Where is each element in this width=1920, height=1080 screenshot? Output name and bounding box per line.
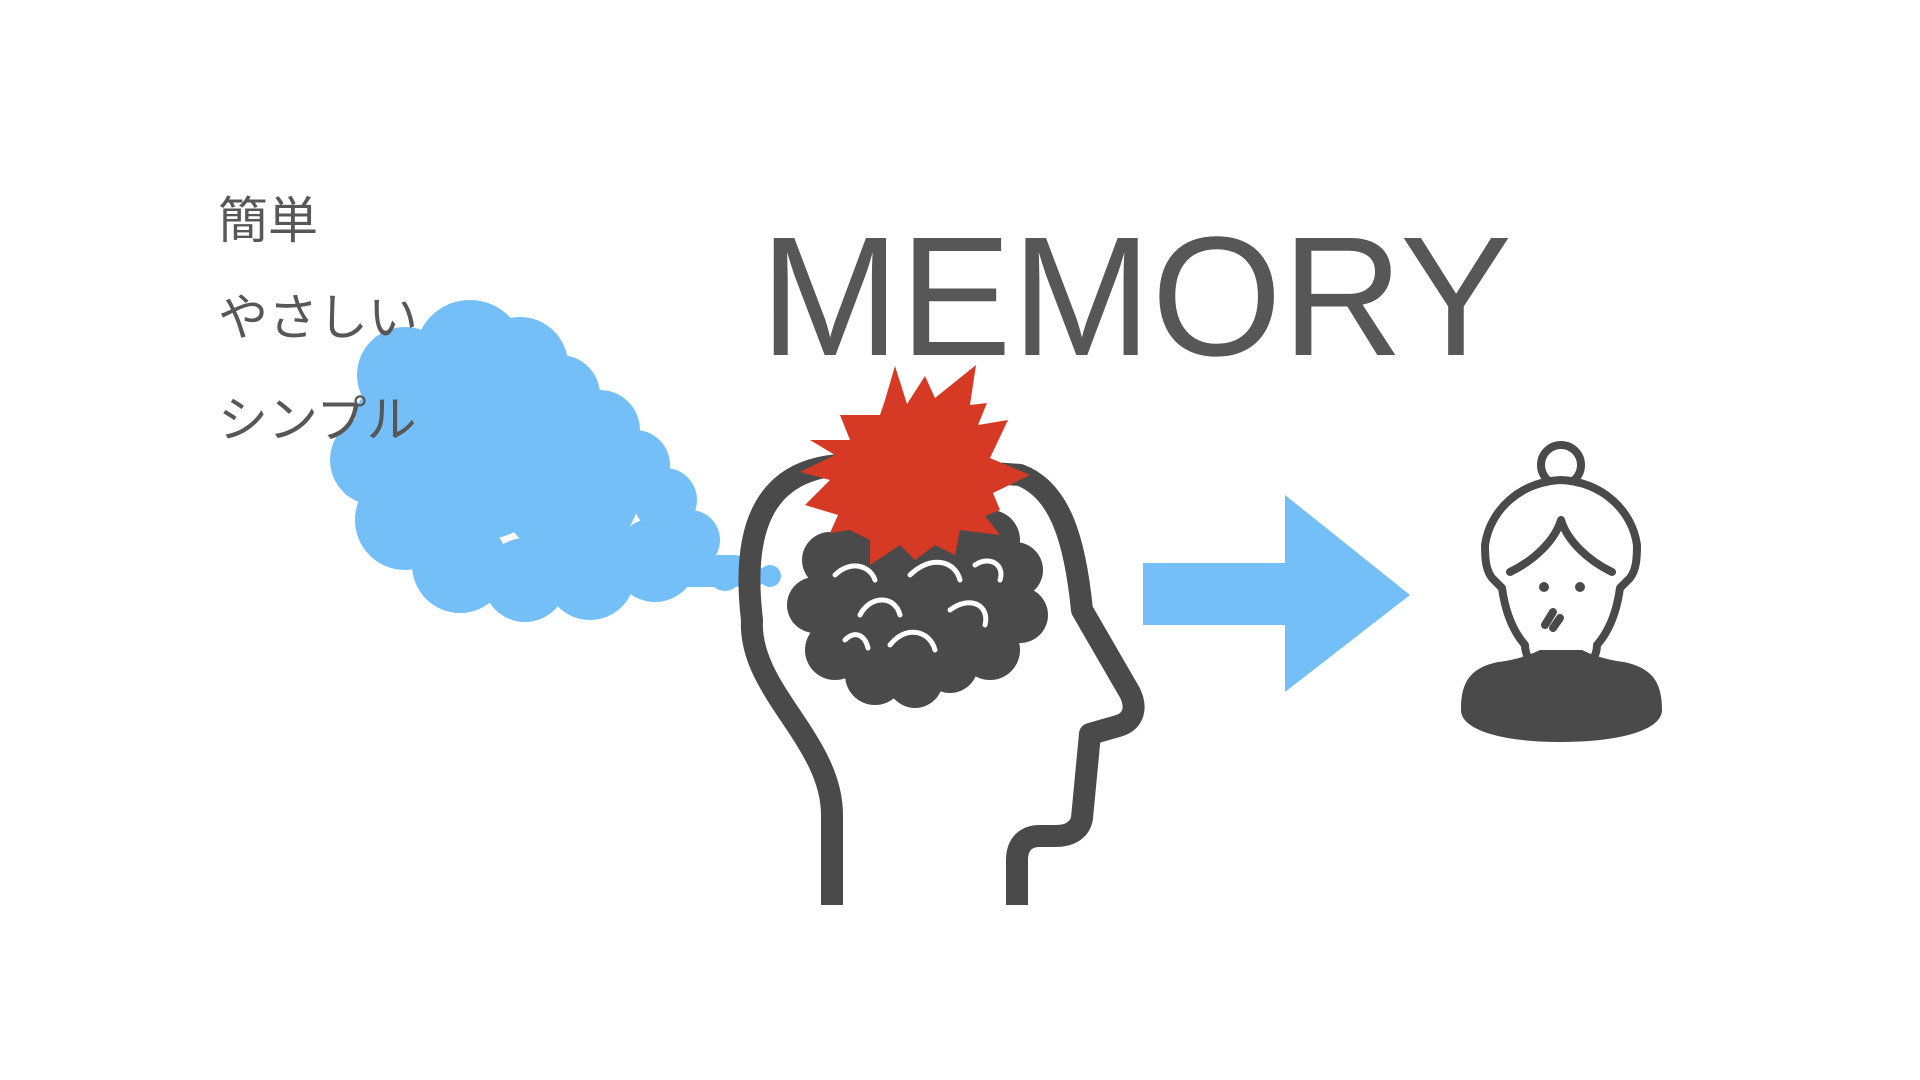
word-list: 簡単 やさしい シンプル: [218, 192, 418, 449]
explosion-burst-icon: [800, 365, 1030, 565]
thought-cloud-icon: [330, 300, 781, 622]
right-arrow-icon: [1143, 495, 1410, 692]
word-item: やさしい: [218, 289, 418, 347]
elderly-woman-icon: [1461, 441, 1662, 742]
word-item: 簡単: [218, 192, 318, 250]
word-item: シンプル: [218, 391, 417, 449]
diagram-title: MEMORY: [760, 202, 1512, 392]
